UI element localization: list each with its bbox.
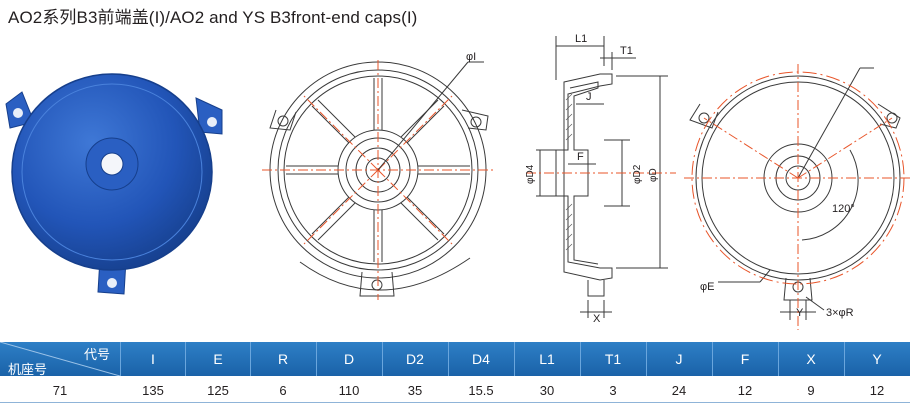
label-x: X	[593, 313, 601, 325]
header-col-l1: L1	[539, 351, 555, 367]
header-corner-cell: 代号 机座号	[0, 342, 120, 377]
header-code-label: 代号	[83, 347, 110, 362]
cell-y: 12	[869, 382, 885, 398]
page-title: AO2系列B3前端盖(I)/AO2 and YS B3front-end cap…	[8, 8, 418, 27]
header-col-e: E	[213, 351, 223, 367]
label-phi-i: φI	[466, 51, 476, 63]
header-col-y: Y	[872, 351, 882, 367]
cell-d4: 15.5	[468, 382, 494, 398]
header-col-f: F	[740, 351, 750, 367]
cell-j: 24	[671, 382, 687, 398]
label-holes: 3×φR	[826, 307, 854, 319]
technical-drawings: φI	[5, 33, 910, 330]
header-col-d: D	[343, 351, 355, 367]
cap-photo	[5, 73, 223, 295]
cell-d: 110	[338, 382, 360, 398]
cell-f: 12	[737, 382, 753, 398]
cell-i: 135	[142, 382, 164, 398]
label-angle: 120°	[832, 203, 855, 215]
table-bottom-rule	[0, 402, 910, 403]
label-phi-d2: φD2	[632, 164, 643, 184]
cell-d2: 35	[407, 382, 423, 398]
header-col-i: I	[151, 351, 155, 367]
label-phi-d4: φD4	[525, 164, 536, 184]
header-col-d2: D2	[406, 351, 424, 367]
header-col-t1: T1	[604, 351, 622, 367]
header-col-d4: D4	[472, 351, 490, 367]
label-j: J	[586, 91, 592, 103]
table-header: 代号 机座号 I E R D D2 D4 L1 T1 J F X Y	[0, 342, 910, 377]
section-view-drawing	[526, 36, 676, 318]
label-y: Y	[796, 307, 804, 319]
spec-table: 代号 机座号 I E R D D2 D4 L1 T1 J F X Y 71 13…	[0, 342, 910, 404]
table-row: 71 135 125 6 110 35 15.5 30 3 24 12 9 12	[0, 378, 910, 402]
label-phi-d: φD	[648, 168, 659, 182]
header-col-x: X	[806, 351, 816, 367]
header-frame-label: 机座号	[8, 362, 48, 377]
cell-l1: 30	[539, 382, 555, 398]
bolt-circle-drawing	[684, 64, 910, 330]
header-col-j: J	[675, 351, 683, 367]
cell-r: 6	[279, 382, 287, 398]
label-t1: T1	[620, 45, 633, 57]
label-f: F	[577, 151, 584, 163]
header-col-r: R	[277, 351, 289, 367]
label-l1: L1	[575, 33, 587, 45]
cell-x: 9	[807, 382, 815, 398]
cell-t1: 3	[609, 382, 617, 398]
front-view-drawing	[262, 60, 494, 300]
cell-e: 125	[207, 382, 229, 398]
cell-frame: 71	[52, 382, 68, 398]
label-phi-e: φE	[700, 281, 714, 293]
